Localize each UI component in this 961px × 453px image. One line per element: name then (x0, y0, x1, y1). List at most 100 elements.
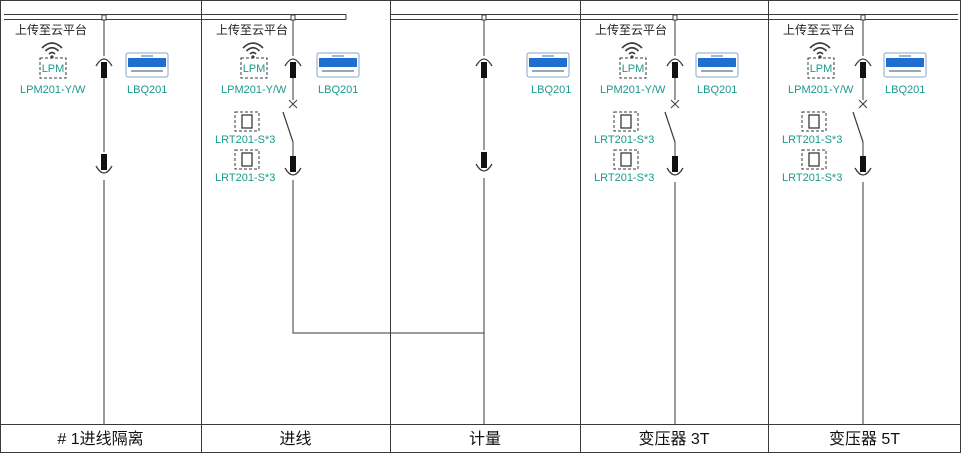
withdrawable-contact-icon (475, 152, 493, 172)
current-transformer-icon (801, 111, 827, 132)
lrt-model-label: LRT201-S*3 (594, 134, 654, 146)
contact-block (481, 152, 487, 168)
wifi-arc (249, 51, 257, 55)
withdrawable-contact-icon (854, 156, 872, 176)
switch-blade (282, 111, 294, 143)
upload-label: 上传至云平台 (595, 22, 667, 37)
lpm-box-label: LPM (42, 63, 65, 75)
wifi-arc (48, 51, 56, 55)
lpm-box (39, 57, 67, 79)
lpm-model-label: LPM201-Y/W (20, 84, 86, 96)
lpm-model-label: LPM201-Y/W (221, 84, 287, 96)
wifi-arc (628, 51, 636, 55)
withdrawable-contact-icon (666, 58, 684, 78)
lbq-device-logo (542, 55, 554, 57)
lpm-meter-icon: LPM (240, 57, 268, 79)
current-transformer-icon (613, 111, 639, 132)
lrt-model-label: LRT201-S*3 (782, 172, 842, 184)
lbq-device-icon (125, 52, 169, 78)
wifi-icon (242, 42, 264, 59)
contact-block (481, 62, 487, 78)
lpm-model-label: LPM201-Y/W (788, 84, 854, 96)
wifi-arc (41, 42, 63, 49)
ct-box (801, 111, 827, 132)
ct-core (808, 152, 820, 167)
contact-arc (284, 58, 302, 67)
contact-arc (284, 167, 302, 176)
lbq-device-print (701, 70, 733, 72)
lbq-device-print (532, 70, 564, 72)
contact-block (101, 154, 107, 170)
wifi-icon (41, 42, 63, 59)
wifi-arc (816, 51, 824, 55)
wifi-arc (809, 42, 831, 49)
contact-block (290, 156, 296, 172)
withdrawable-contact-icon (95, 154, 113, 174)
busbar-tap (860, 14, 866, 21)
switch-cross (288, 99, 298, 109)
lpm-meter-icon: LPM (807, 57, 835, 79)
lrt-model-label: LRT201-S*3 (215, 172, 275, 184)
disconnect-switch-icon (852, 99, 868, 143)
lrt-model-label: LRT201-S*3 (215, 134, 275, 146)
lbq-device-screen (698, 58, 736, 67)
lbq-device-screen (128, 58, 166, 67)
upload-label: 上传至云平台 (216, 22, 288, 37)
lpm-meter-icon: LPM (619, 57, 647, 79)
panel-name: 变压器 5T (829, 430, 900, 448)
lbq-device-icon (883, 52, 927, 78)
lbq-device-icon (695, 52, 739, 78)
contact-block (860, 62, 866, 78)
busbar-tap (672, 14, 678, 21)
ct-box (801, 149, 827, 170)
withdrawable-contact-icon (284, 156, 302, 176)
lbq-device-screen (529, 58, 567, 67)
lpm-box (619, 57, 647, 79)
lbq-device-logo (711, 55, 723, 57)
disconnect-switch-icon (664, 99, 680, 143)
panel-name: # 1进线隔离 (57, 430, 143, 448)
contact-block (672, 156, 678, 172)
switch-blade (852, 111, 864, 143)
wifi-arc (624, 46, 640, 52)
contact-arc (666, 167, 684, 176)
wifi-arc (245, 46, 261, 52)
interconnect-line (292, 178, 485, 334)
wifi-icon (809, 42, 831, 59)
ct-box (234, 111, 260, 132)
contact-block (290, 62, 296, 78)
lbq-model-label: LBQ201 (697, 84, 737, 96)
ct-box (613, 111, 639, 132)
ct-box (613, 149, 639, 170)
current-transformer-icon (234, 149, 260, 170)
upload-label: 上传至云平台 (783, 22, 855, 37)
current-transformer-icon (613, 149, 639, 170)
lpm-box-label: LPM (243, 63, 266, 75)
busbar-tap (290, 14, 296, 21)
withdrawable-contact-icon (284, 58, 302, 78)
ct-core (241, 114, 253, 129)
contact-block (672, 62, 678, 78)
wifi-arc (44, 46, 60, 52)
contact-block (101, 62, 107, 78)
ct-box (234, 149, 260, 170)
contact-arc (666, 58, 684, 67)
contact-arc (854, 167, 872, 176)
ct-core (620, 152, 632, 167)
lpm-box-label: LPM (622, 63, 645, 75)
contact-arc (475, 163, 493, 172)
lbq-model-label: LBQ201 (127, 84, 167, 96)
panel-name: 进线 (279, 430, 311, 448)
lbq-device-logo (332, 55, 344, 57)
switch-cross (858, 99, 868, 109)
lbq-model-label: LBQ201 (531, 84, 571, 96)
lbq-device-screen (886, 58, 924, 67)
lbq-device-logo (141, 55, 153, 57)
ct-core (620, 114, 632, 129)
current-transformer-icon (234, 111, 260, 132)
lpm-box (240, 57, 268, 79)
